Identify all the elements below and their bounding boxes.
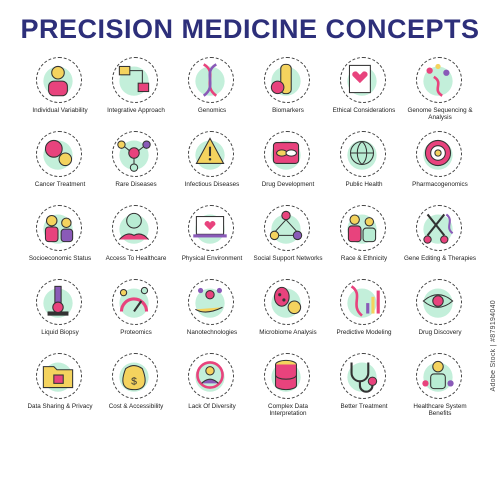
hands-globe-icon — [112, 205, 158, 251]
doctor-cycle-icon — [416, 353, 462, 399]
concept-item: Ethical Considerations — [326, 54, 402, 128]
concept-item: Physical Environment — [174, 202, 250, 276]
concept-item: Lack Of Diversity — [174, 350, 250, 424]
concept-item: Genome Sequencing & Analysis — [402, 54, 478, 128]
concept-label: Genome Sequencing & Analysis — [407, 107, 473, 122]
document-doctor-icon — [340, 57, 386, 103]
test-tube-icon — [264, 57, 310, 103]
concept-label: Predictive Modeling — [336, 329, 392, 336]
hand-molecule-icon — [188, 279, 234, 325]
concept-label: Socioeconomic Status — [28, 255, 92, 262]
concept-label: Nanotechnologies — [186, 329, 238, 336]
concept-item: Nanotechnologies — [174, 276, 250, 350]
concept-label: Genomics — [197, 107, 227, 114]
database-icon — [264, 353, 310, 399]
family-icon — [340, 205, 386, 251]
concept-item: Public Health — [326, 128, 402, 202]
concept-item: Drug Development — [250, 128, 326, 202]
page-title: PRECISION MEDICINE CONCEPTS — [20, 14, 480, 44]
dna-icon — [188, 57, 234, 103]
concept-item: Infectious Diseases — [174, 128, 250, 202]
concept-label: Cost & Accessibility — [108, 403, 164, 410]
concept-label: Data Sharing & Privacy — [27, 403, 93, 410]
concept-item: Complex Data Interpretation — [250, 350, 326, 424]
bacteria-icon — [264, 279, 310, 325]
concept-label: Rare Diseases — [115, 181, 157, 188]
concept-item: Better Treatment — [326, 350, 402, 424]
concept-label: Public Health — [345, 181, 383, 188]
concept-label: Physical Environment — [181, 255, 243, 262]
microscope-icon — [36, 279, 82, 325]
stethoscope-icon — [340, 353, 386, 399]
concept-label: Individual Variability — [32, 107, 88, 114]
concept-label: Healthcare System Benefits — [413, 403, 467, 418]
svg-text:$: $ — [131, 376, 137, 387]
target-dna-icon — [416, 131, 462, 177]
concept-item: Pharmacogenomics — [402, 128, 478, 202]
molecule-icon — [112, 131, 158, 177]
concept-label: Liquid Biopsy — [41, 329, 79, 336]
graduates-icon — [36, 205, 82, 251]
dna-dots-icon — [416, 57, 462, 103]
concept-item: Race & Ethnicity — [326, 202, 402, 276]
concept-label: Proteomics — [120, 329, 152, 336]
concept-item: Gene Editing & Therapies — [402, 202, 478, 276]
concept-label: Integrative Approach — [107, 107, 165, 114]
laptop-heart-icon — [188, 205, 234, 251]
concept-item: Healthcare System Benefits — [402, 350, 478, 424]
concept-item: Genomics — [174, 54, 250, 128]
scissors-dna-icon — [416, 205, 462, 251]
flowchart-icon — [112, 57, 158, 103]
concept-label: Drug Discovery — [418, 329, 462, 336]
concept-label: Better Treatment — [340, 403, 388, 410]
network-people-icon — [264, 205, 310, 251]
cells-icon — [36, 131, 82, 177]
concept-item: Predictive Modeling — [326, 276, 402, 350]
concept-item: Rare Diseases — [98, 128, 174, 202]
pills-icon — [264, 131, 310, 177]
eye-pill-icon — [416, 279, 462, 325]
stock-watermark: Adobe Stock | #879194040 — [490, 300, 497, 392]
concept-label: Biomarkers — [272, 107, 304, 114]
person-dna-icon — [36, 57, 82, 103]
concept-label: Ethical Considerations — [332, 107, 396, 114]
concept-label: Gene Editing & Therapies — [404, 255, 476, 262]
gauge-network-icon — [112, 279, 158, 325]
concept-item: Integrative Approach — [98, 54, 174, 128]
concept-item: Access To Healthcare — [98, 202, 174, 276]
concept-item: $ Cost & Accessibility — [98, 350, 174, 424]
concept-grid: Individual Variability Integrative Approa… — [22, 54, 478, 424]
concept-item: Proteomics — [98, 276, 174, 350]
dna-chart-icon — [340, 279, 386, 325]
concept-label: Access To Healthcare — [105, 255, 167, 262]
concept-item: Cancer Treatment — [22, 128, 98, 202]
concept-label: Complex Data Interpretation — [268, 403, 308, 418]
concept-item: Social Support Networks — [250, 202, 326, 276]
globe-people-icon — [340, 131, 386, 177]
concept-item: Drug Discovery — [402, 276, 478, 350]
concept-label: Race & Ethnicity — [340, 255, 388, 262]
people-circle-icon — [188, 353, 234, 399]
concept-item: Microbiome Analysis — [250, 276, 326, 350]
concept-label: Drug Development — [261, 181, 315, 188]
concept-label: Cancer Treatment — [34, 181, 86, 188]
concept-item: Individual Variability — [22, 54, 98, 128]
concept-label: Lack Of Diversity — [188, 403, 236, 410]
money-bag-icon: $ — [112, 353, 158, 399]
virus-warning-icon — [188, 131, 234, 177]
concept-item: Biomarkers — [250, 54, 326, 128]
concept-label: Pharmacogenomics — [412, 181, 468, 188]
concept-item: Socioeconomic Status — [22, 202, 98, 276]
concept-item: Liquid Biopsy — [22, 276, 98, 350]
folder-lock-icon — [36, 353, 82, 399]
concept-label: Infectious Diseases — [184, 181, 240, 188]
concept-label: Social Support Networks — [253, 255, 323, 262]
concept-label: Microbiome Analysis — [259, 329, 317, 336]
concept-item: Data Sharing & Privacy — [22, 350, 98, 424]
